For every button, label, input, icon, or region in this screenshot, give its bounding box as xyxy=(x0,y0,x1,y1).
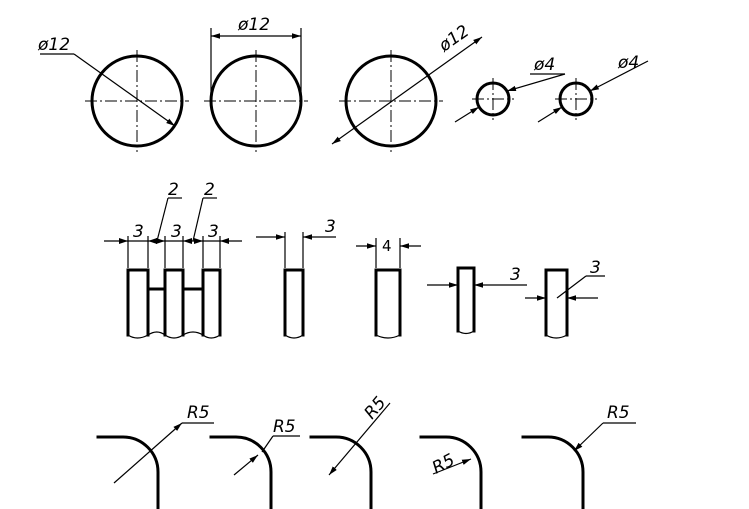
circle-4-leader-in xyxy=(454,106,480,123)
radius-1-group: R5 xyxy=(96,403,214,509)
circle-2-diameter-label: ø12 xyxy=(237,15,270,35)
comb-arrow-5 xyxy=(194,238,203,244)
radius-3-corner xyxy=(309,435,373,509)
radius-3-label: R5 xyxy=(361,393,391,423)
bar-5-leader xyxy=(556,275,587,299)
comb-break-line xyxy=(127,331,221,339)
circle-1-group: ø12 xyxy=(37,35,189,152)
comb-group: 2 2 3 3 3 xyxy=(104,180,242,339)
comb-leader-2b xyxy=(192,197,204,242)
comb-outline xyxy=(126,268,222,337)
bar-3-group: 4 xyxy=(356,237,421,339)
bar-3-width-label: 4 xyxy=(382,237,392,255)
radius-4-group: R5 xyxy=(419,435,483,509)
circle-5-leader xyxy=(589,60,649,92)
circle-5-diameter-label: ø4 xyxy=(617,53,639,73)
bar-4-outline xyxy=(456,266,476,333)
radius-5-leader xyxy=(573,422,604,452)
comb-label-b: 3 xyxy=(171,222,182,242)
radius-2-label: R5 xyxy=(273,417,296,437)
comb-arrow-2 xyxy=(148,238,157,244)
radius-4-corner xyxy=(419,435,483,509)
radius-5-group: R5 xyxy=(521,403,636,509)
radius-2-leader-in xyxy=(233,454,259,476)
bar-4-group: 3 xyxy=(427,265,527,335)
bar-4-break xyxy=(457,330,475,335)
circle-3-diameter-label: ø12 xyxy=(435,21,474,56)
radius-2-corner xyxy=(209,435,273,509)
circle-4-diameter-label: ø4 xyxy=(533,55,555,75)
comb-arrow-6 xyxy=(220,238,229,244)
circle-5-group: ø4 xyxy=(537,53,649,123)
comb-leader-2a xyxy=(156,197,169,242)
bar-3-outline xyxy=(374,268,402,337)
radius-1-label: R5 xyxy=(187,403,210,423)
bar-2-outline xyxy=(283,268,305,337)
radius-2-group: R5 xyxy=(209,417,300,509)
radius-2-leader xyxy=(261,435,274,453)
comb-arrow-3 xyxy=(156,238,165,244)
comb-label-top-b: 2 xyxy=(204,180,215,200)
bar-5-width-label: 3 xyxy=(590,258,601,278)
circle-3-dim-line xyxy=(331,36,483,145)
comb-arrow-1 xyxy=(119,238,128,244)
radius-3-group: R5 xyxy=(309,393,391,509)
circle-1-diameter-label: ø12 xyxy=(37,35,70,55)
circle-4-leader-out xyxy=(506,73,566,92)
comb-label-c: 3 xyxy=(208,222,219,242)
circle-5-dim-line xyxy=(537,106,563,123)
radius-5-corner xyxy=(521,435,585,509)
bar-2-group: 3 xyxy=(256,217,336,339)
comb-label-top-a: 2 xyxy=(168,180,179,200)
circle-3-group: ø12 xyxy=(331,21,483,152)
bar-4-width-label: 3 xyxy=(510,265,521,285)
circle-4-group: ø4 xyxy=(454,55,566,123)
bar-3-break xyxy=(375,334,401,339)
circle-2-group: ø12 xyxy=(204,15,308,152)
comb-label-a: 3 xyxy=(133,222,144,242)
bar-5-outline xyxy=(544,268,569,337)
radius-1-leader xyxy=(113,422,183,484)
bar-5-group: 3 xyxy=(525,258,605,339)
circle-1-dim-line xyxy=(73,53,176,127)
radius-1-corner xyxy=(96,435,160,509)
bar-2-width-label: 3 xyxy=(325,217,336,237)
radius-5-label: R5 xyxy=(607,403,630,423)
radius-4-leader xyxy=(432,458,472,475)
comb-arrow-4 xyxy=(183,238,192,244)
radius-3-leader xyxy=(328,402,391,476)
bar-5-break xyxy=(545,334,568,339)
bar-2-break xyxy=(284,334,304,339)
